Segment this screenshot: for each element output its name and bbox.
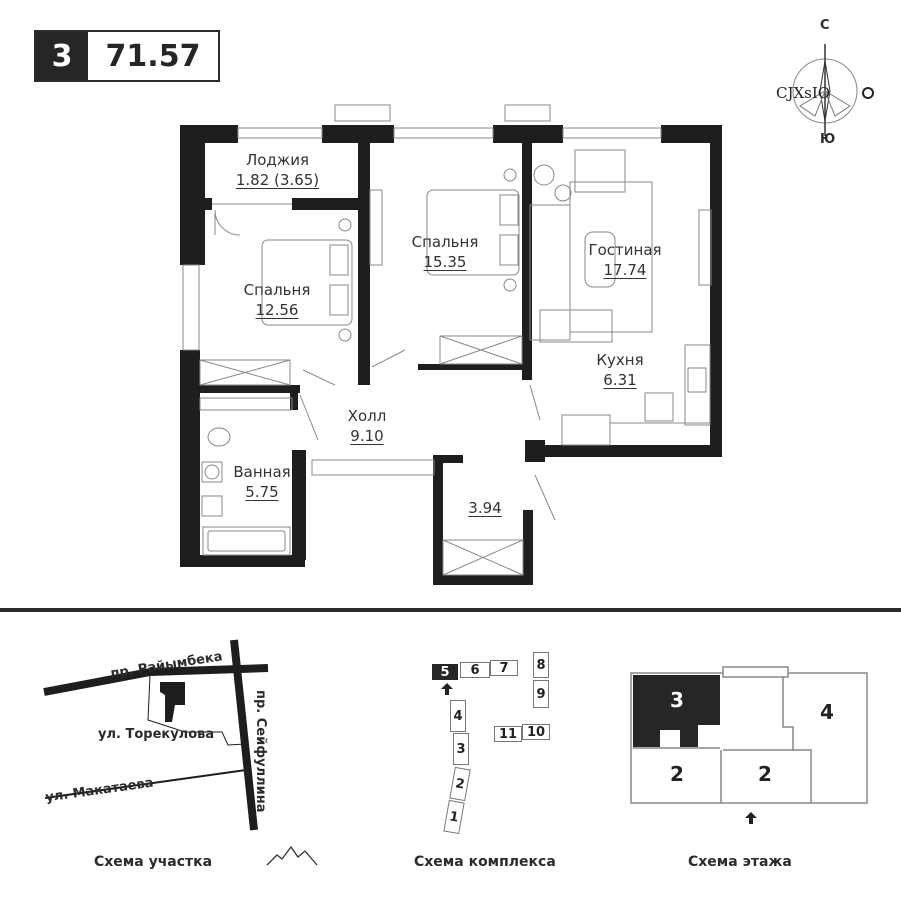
compass-rose-icon: CJXsIO <box>776 44 874 136</box>
room-name: Лоджия <box>245 151 310 169</box>
room-bedroom-2: Спальня 15.35 <box>400 232 490 272</box>
complex-scheme-caption: Схема комплекса <box>414 854 556 870</box>
total-area: 71.57 <box>105 38 201 74</box>
block-3: 3 <box>453 733 469 765</box>
rooms-count: 3 <box>36 32 88 80</box>
room-area: 5.75 <box>245 483 279 501</box>
street-seifullin: пр. Сейфуллина <box>253 690 268 813</box>
room-name: Спальня <box>243 281 311 299</box>
block-11: 11 <box>494 726 522 742</box>
street-torekulov: ул. Торекулова <box>98 727 215 742</box>
room-area: 3.94 <box>468 499 502 517</box>
room-loggia: Лоджия 1.82 (3.65) <box>215 150 340 190</box>
room-area: 17.74 <box>603 261 647 279</box>
block-8: 8 <box>533 652 549 678</box>
room-bedroom-1: Спальня 12.56 <box>232 280 322 320</box>
room-storage: 3.94 <box>450 498 520 518</box>
room-area: 1.82 (3.65) <box>235 171 320 189</box>
block-4: 4 <box>450 700 466 732</box>
room-hall: Холл 9.10 <box>332 406 402 446</box>
compass-north-label: С <box>820 18 830 33</box>
compass-south-label: Ю <box>820 132 836 147</box>
floor-unit-2b: 2 <box>758 762 772 786</box>
room-name: Кухня <box>596 351 644 369</box>
room-living: Гостиная 17.74 <box>575 240 675 280</box>
block-9: 9 <box>533 680 549 708</box>
floor-entrance-arrow-icon <box>745 812 757 824</box>
block-7: 7 <box>490 660 518 676</box>
block-2: 2 <box>449 766 471 802</box>
room-name: Гостиная <box>588 241 662 259</box>
block-6: 6 <box>460 662 490 678</box>
site-map <box>43 639 269 831</box>
entrance-arrow-icon <box>441 683 453 695</box>
floor-scheme-map <box>630 666 868 804</box>
svg-text:CJXsIO: CJXsIO <box>776 84 830 102</box>
room-area: 6.31 <box>603 371 637 389</box>
room-area: 12.56 <box>255 301 299 319</box>
room-area: 15.35 <box>423 253 467 271</box>
room-kitchen: Кухня 6.31 <box>580 350 660 390</box>
room-name: Ванная <box>233 463 291 481</box>
section-divider <box>0 608 901 612</box>
mountains-icon <box>266 845 318 866</box>
room-name: Спальня <box>411 233 479 251</box>
block-1: 1 <box>443 799 465 835</box>
floor-unit-4: 4 <box>820 700 834 724</box>
room-bathroom: Ванная 5.75 <box>222 462 302 502</box>
floor-unit-2a: 2 <box>670 762 684 786</box>
block-10: 10 <box>522 724 550 740</box>
floor-unit-3: 3 <box>670 688 684 712</box>
apartment-badge: 3 71.57 <box>34 30 220 82</box>
block-5: 5 <box>432 664 458 680</box>
floor-scheme-caption: Схема этажа <box>688 854 792 870</box>
site-scheme-caption: Схема участка <box>94 854 213 870</box>
compass: С CJXsIO Ю <box>770 18 880 148</box>
room-name: Холл <box>347 407 387 425</box>
room-area: 9.10 <box>350 427 384 445</box>
floor-plan <box>180 104 722 585</box>
